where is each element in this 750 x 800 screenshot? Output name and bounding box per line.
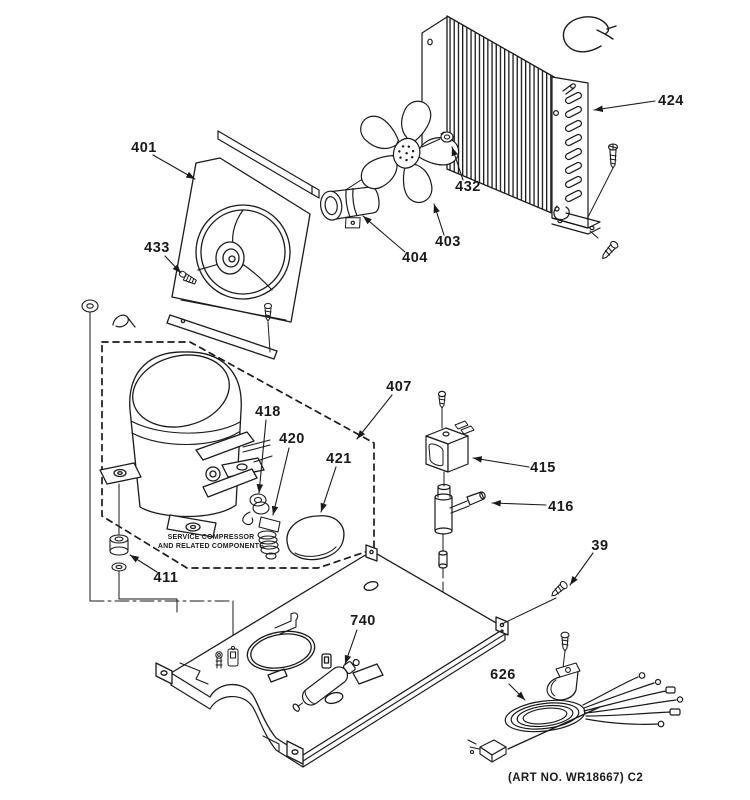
harness-clamp — [546, 631, 581, 701]
callout-415: 415 — [530, 460, 556, 476]
service-note-line2: AND RELATED COMPONENTS — [158, 543, 264, 550]
callout-420: 420 — [279, 431, 305, 447]
callout-leaders — [129, 100, 656, 701]
condenser-slots — [564, 91, 583, 203]
bracket-screw-lower — [264, 302, 272, 353]
overload-420 — [257, 516, 281, 560]
condenser-screw-lower — [602, 240, 619, 260]
callout-626: 626 — [490, 667, 516, 683]
compressor — [99, 351, 273, 538]
callout-407: 407 — [386, 379, 412, 395]
callout-416: 416 — [548, 499, 574, 515]
callout-labels: 401 433 432 403 404 424 407 418 420 421 … — [131, 93, 684, 683]
solenoid-valve-415 — [425, 390, 475, 487]
callout-421: 421 — [326, 451, 352, 467]
callout-404: 404 — [402, 250, 428, 266]
callout-432: 432 — [455, 179, 481, 195]
condenser-424 — [421, 15, 601, 235]
art-number-caption: (ART NO. WR18667) C2 — [508, 772, 643, 784]
fan-bracket-401 — [166, 157, 311, 360]
mount-washer — [81, 299, 234, 646]
callout-740: 740 — [350, 613, 376, 629]
base-plate — [155, 544, 509, 768]
callout-424: 424 — [658, 93, 684, 109]
mounting-rail — [217, 130, 320, 199]
callout-403: 403 — [435, 234, 461, 250]
service-kit-boundary-407 — [101, 341, 375, 569]
condenser-screw-upper — [586, 143, 619, 220]
hub-vent-dots — [398, 145, 415, 162]
service-note-line1: SERVICE COMPRESSOR — [168, 534, 255, 541]
relay-cover-421 — [286, 515, 345, 561]
callout-433: 433 — [144, 240, 170, 256]
callout-401: 401 — [131, 140, 157, 156]
grommet-411 — [109, 483, 178, 613]
compressor-cap-418 — [242, 493, 270, 526]
screw-39 — [501, 580, 568, 625]
power-plug-icon — [467, 739, 507, 763]
callout-418: 418 — [255, 404, 281, 420]
retainer-clip-icon — [562, 16, 617, 53]
wire-harness-626 — [504, 672, 684, 750]
fan-nut-432 — [421, 131, 454, 148]
fan-blade-403 — [360, 100, 460, 204]
retaining-pin-icon — [112, 314, 136, 328]
callout-39: 39 — [591, 538, 608, 554]
callout-411: 411 — [154, 570, 179, 586]
